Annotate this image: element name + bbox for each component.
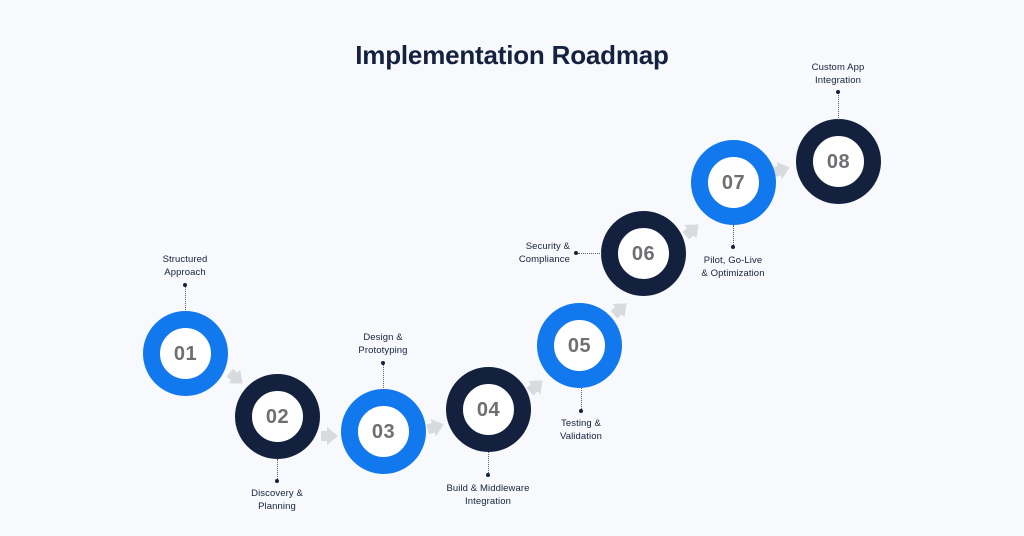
- roadmap-label-07: Pilot, Go-Live & Optimization: [668, 254, 798, 280]
- roadmap-node-05[interactable]: 05: [537, 303, 622, 388]
- arrow-02-to-03: [321, 427, 338, 445]
- roadmap-label-01-line1: Structured: [162, 254, 208, 265]
- arrow-05-to-06: [612, 296, 633, 318]
- roadmap-label-08-line1: Custom App: [811, 62, 865, 73]
- roadmap-label-05-line2: Validation: [559, 431, 603, 442]
- leader-line-03: [383, 364, 384, 390]
- arrow-06-to-07: [684, 217, 705, 239]
- roadmap-label-07-line1: Pilot, Go-Live: [703, 255, 763, 266]
- roadmap-label-07-line2: & Optimization: [701, 268, 765, 279]
- roadmap-node-03-number: 03: [371, 420, 396, 443]
- leader-line-02: [277, 459, 278, 481]
- arrow-04-to-05: [528, 373, 549, 395]
- leader-line-01: [185, 286, 186, 312]
- leader-line-08: [838, 93, 839, 120]
- roadmap-node-06[interactable]: 06: [601, 211, 686, 296]
- leader-dot-05: [579, 409, 583, 413]
- roadmap-label-05-line1: Testing &: [561, 418, 601, 429]
- roadmap-node-02[interactable]: 02: [235, 374, 320, 459]
- leader-dot-04: [486, 473, 490, 477]
- leader-dot-01: [183, 283, 187, 287]
- roadmap-node-07[interactable]: 07: [691, 140, 776, 225]
- roadmap-label-04-line1: Build & Middleware: [446, 483, 530, 494]
- leader-line-06: [578, 253, 602, 254]
- roadmap-label-05: Testing & Validation: [521, 417, 641, 443]
- roadmap-node-01[interactable]: 01: [143, 311, 228, 396]
- roadmap-label-06-line2: Compliance: [518, 254, 570, 265]
- page-title: Implementation Roadmap: [355, 40, 669, 70]
- roadmap-node-07-number: 07: [721, 171, 746, 194]
- roadmap-label-03-line2: Prototyping: [358, 345, 408, 356]
- leader-line-07: [733, 225, 734, 247]
- roadmap-label-04: Build & Middleware Integration: [413, 482, 563, 508]
- leader-dot-08: [836, 90, 840, 94]
- roadmap-node-08-number: 08: [826, 150, 851, 173]
- roadmap-node-03[interactable]: 03: [341, 389, 426, 474]
- roadmap-label-03: Design & Prototyping: [323, 331, 443, 357]
- roadmap-node-04[interactable]: 04: [446, 367, 531, 452]
- roadmap-node-08[interactable]: 08: [796, 119, 881, 204]
- roadmap-label-06-line1: Security &: [525, 241, 570, 252]
- roadmap-node-05-number: 05: [567, 334, 592, 357]
- roadmap-label-04-line2: Integration: [465, 496, 511, 507]
- roadmap-label-08-line2: Integration: [815, 75, 861, 86]
- leader-line-04: [488, 452, 489, 475]
- roadmap-label-06: Security & Compliance: [455, 240, 570, 266]
- leader-dot-06: [574, 251, 578, 255]
- roadmap-label-08: Custom App Integration: [778, 61, 898, 87]
- roadmap-node-01-number: 01: [173, 342, 198, 365]
- leader-dot-03: [381, 361, 385, 365]
- leader-dot-02: [275, 479, 279, 483]
- roadmap-label-03-line1: Design &: [363, 332, 403, 343]
- roadmap-node-04-number: 04: [476, 398, 501, 421]
- arrow-07-to-08: [776, 158, 793, 180]
- leader-line-05: [581, 388, 582, 411]
- arrow-03-to-04: [430, 415, 447, 437]
- roadmap-label-02: Discovery & Planning: [217, 487, 337, 513]
- roadmap-label-02-line2: Planning: [258, 501, 296, 512]
- roadmap-label-01: Structured Approach: [125, 253, 245, 279]
- roadmap-label-01-line2: Approach: [164, 267, 206, 278]
- roadmap-node-02-number: 02: [265, 405, 290, 428]
- roadmap-label-02-line1: Discovery &: [251, 488, 303, 499]
- roadmap-node-06-number: 06: [631, 242, 656, 265]
- leader-dot-07: [731, 245, 735, 249]
